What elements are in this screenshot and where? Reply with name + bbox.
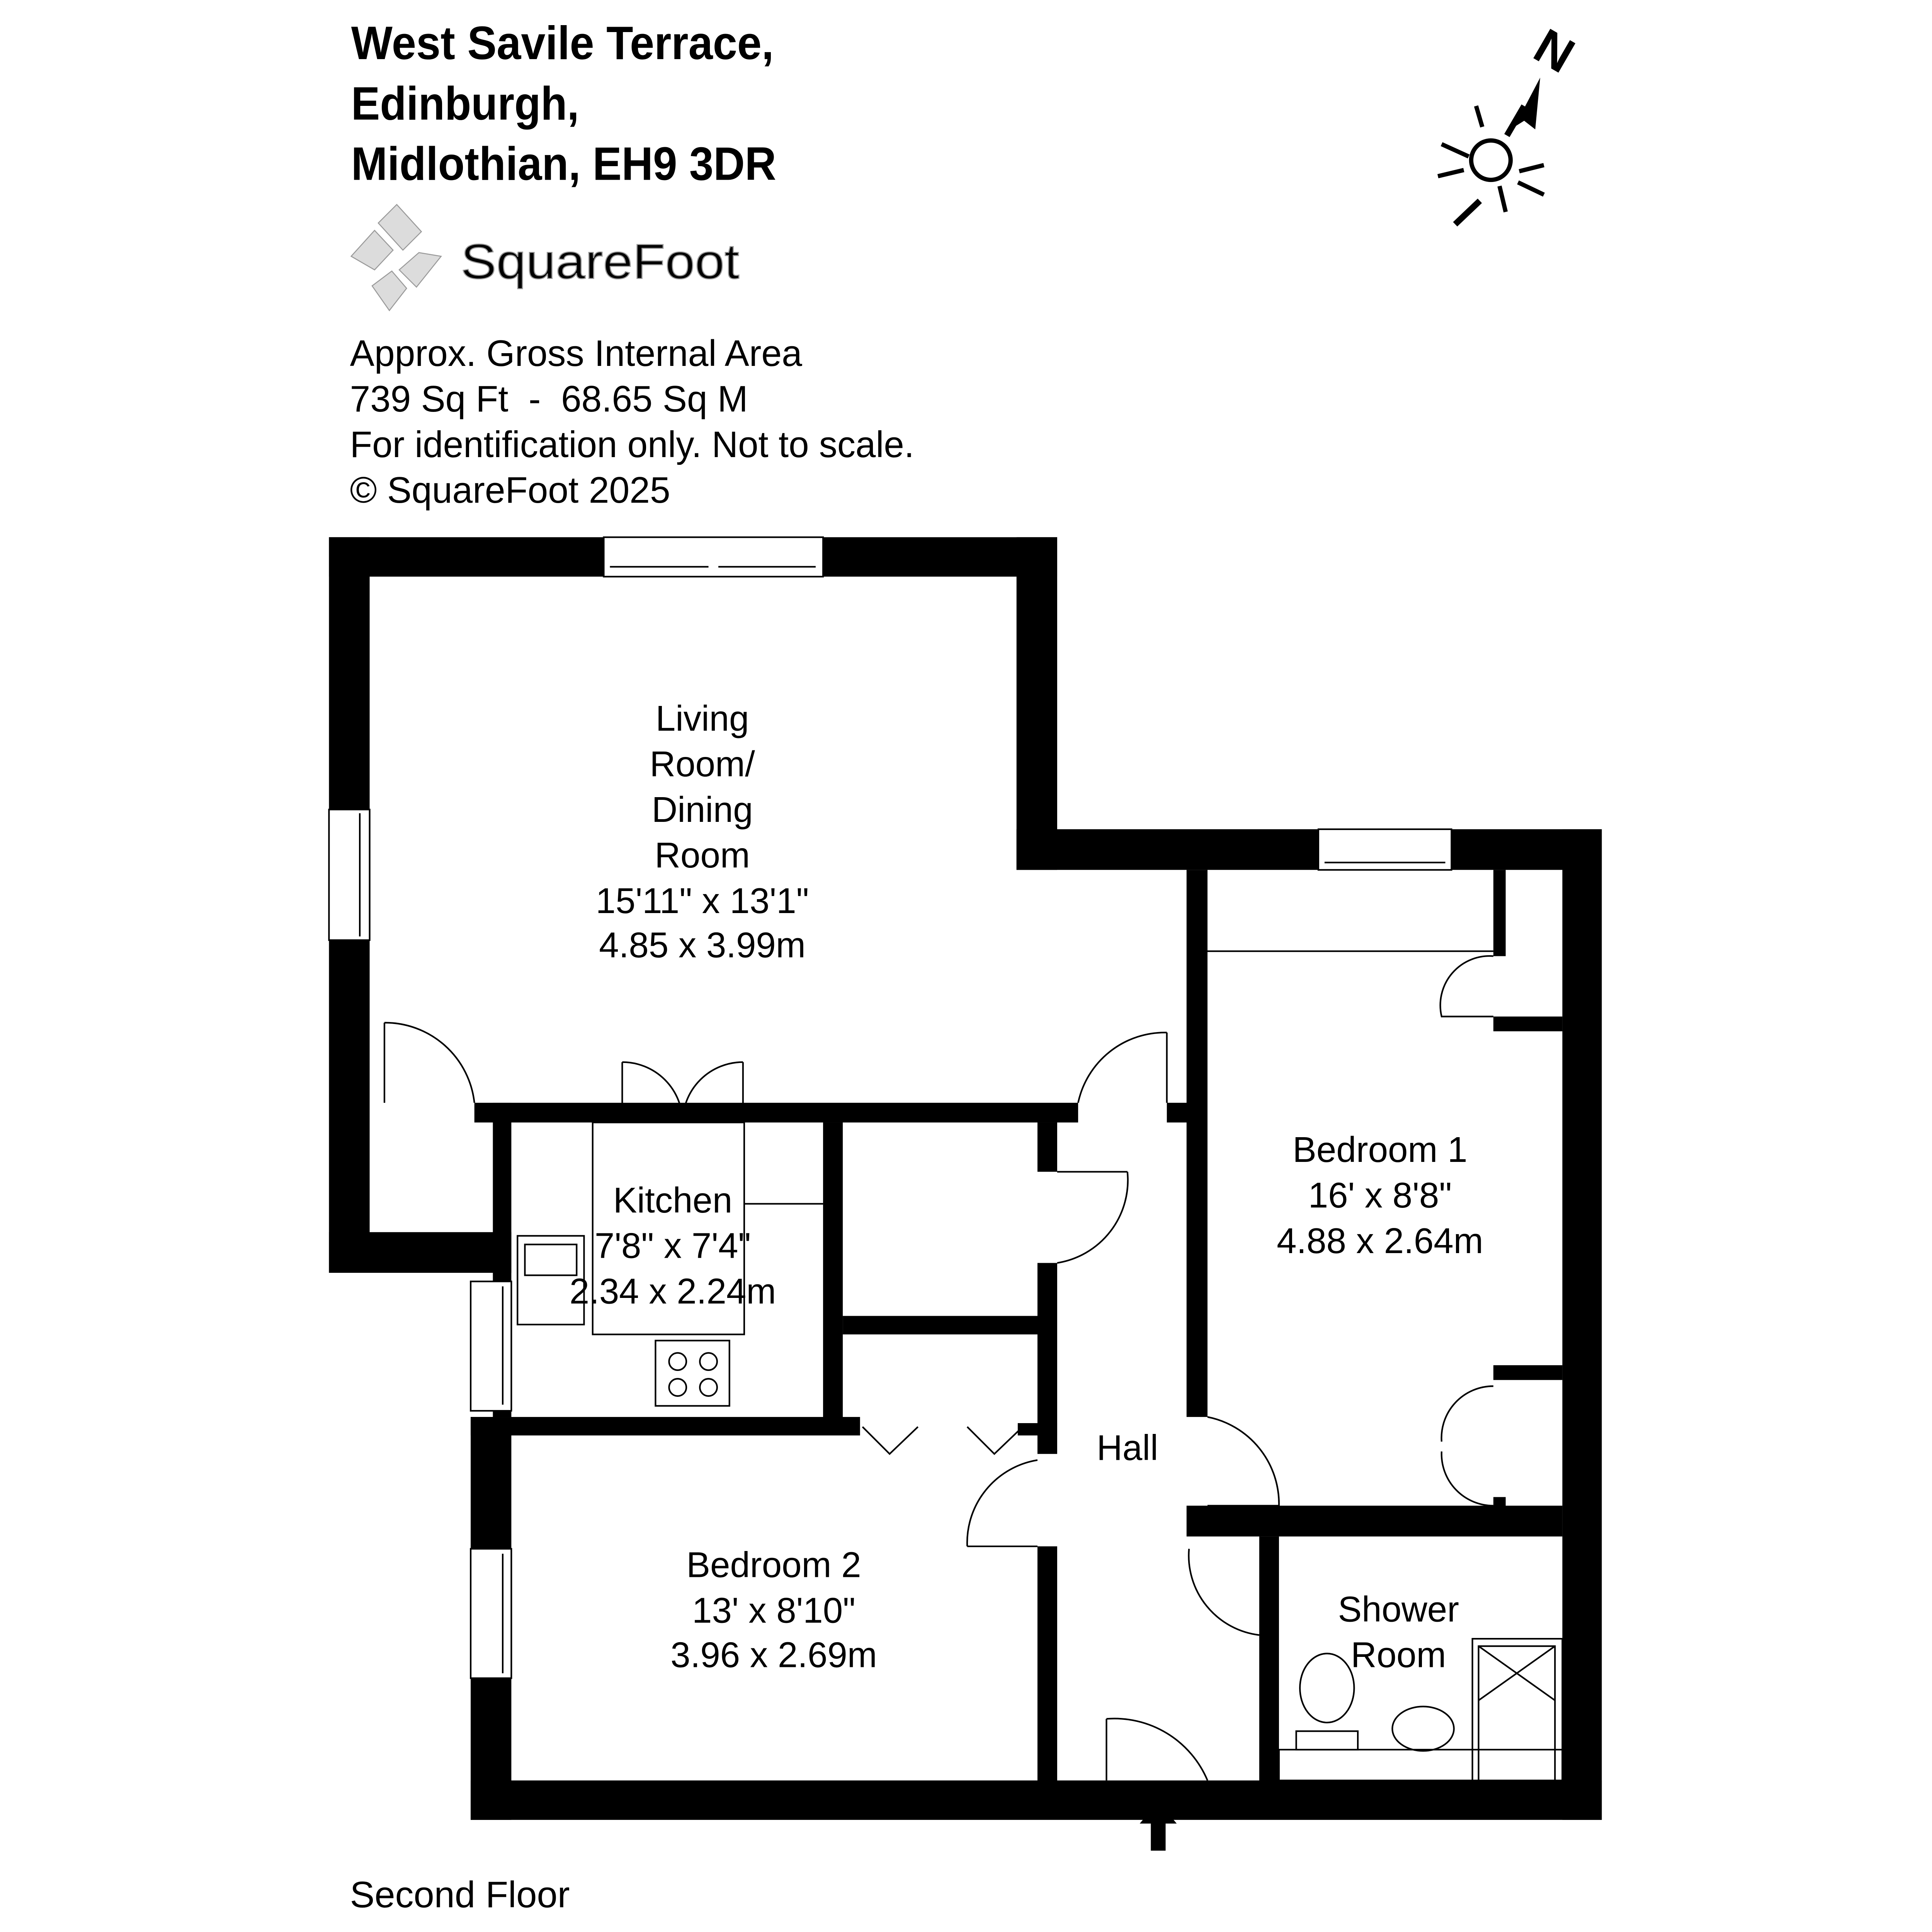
room-name-line: Shower — [1338, 1589, 1459, 1629]
entrance-arrow-icon — [1139, 1801, 1177, 1851]
room-bedroom-1: Bedroom 1 16' x 8'8" 4.88 x 2.64m — [1277, 1129, 1483, 1261]
squarefoot-logo: SquareFoot — [350, 204, 740, 311]
room-name-line: Room/ — [650, 744, 755, 784]
room-dimensions-imperial: 7'8" x 7'4" — [595, 1226, 751, 1266]
room-shower: Shower Room — [1338, 1589, 1459, 1675]
address-line-2: Edinburgh, — [351, 77, 579, 129]
address-line-3: Midlothian, EH9 3DR — [351, 138, 776, 190]
room-name: Bedroom 1 — [1293, 1129, 1467, 1170]
room-dimensions-metric: 4.88 x 2.64m — [1277, 1221, 1483, 1261]
room-dimensions-metric: 4.85 x 3.99m — [599, 925, 806, 965]
floor-label: Second Floor — [350, 1874, 570, 1915]
room-name: Kitchen — [613, 1180, 732, 1220]
room-dimensions-metric: 3.96 x 2.69m — [670, 1634, 877, 1675]
shower-tray-icon — [1471, 1638, 1563, 1787]
disclaimer: For identification only. Not to scale. — [350, 424, 914, 465]
room-name-line: Room — [1351, 1634, 1446, 1675]
room-name: Bedroom 2 — [686, 1545, 861, 1585]
area-value: 739 Sq Ft - 68.65 Sq M — [350, 378, 748, 420]
copyright: © SquareFoot 2025 — [350, 469, 670, 511]
room-bedroom-2: Bedroom 2 13' x 8'10" 3.96 x 2.69m — [670, 1545, 877, 1675]
room-dimensions-imperial: 13' x 8'10" — [692, 1590, 855, 1631]
fixtures — [517, 1121, 1563, 1787]
walls — [329, 537, 1602, 1820]
sink-icon — [517, 1235, 585, 1326]
logo-text: SquareFoot — [461, 235, 740, 289]
north-arrow-sun-icon: N — [1437, 18, 1583, 227]
room-kitchen: Kitchen 7'8" x 7'4" 2.34 x 2.24m — [570, 1180, 776, 1311]
north-label: N — [1525, 18, 1583, 83]
hob-icon — [655, 1340, 730, 1407]
toilet-icon — [1299, 1653, 1355, 1723]
area-label: Approx. Gross Internal Area — [350, 333, 803, 374]
address-line-1: West Savile Terrace, — [351, 17, 774, 69]
room-dimensions-imperial: 16' x 8'8" — [1308, 1175, 1452, 1215]
room-hall: Hall — [1097, 1428, 1158, 1468]
room-name-line: Living — [656, 698, 749, 738]
windows — [328, 536, 1452, 1679]
doors — [383, 950, 1493, 1781]
basin-icon — [1391, 1706, 1455, 1752]
room-living: Living Room/ Dining Room 15'11" x 13'1" … — [596, 698, 809, 965]
room-dimensions-metric: 2.34 x 2.24m — [570, 1271, 776, 1311]
room-dimensions-imperial: 15'11" x 13'1" — [596, 881, 809, 921]
room-name-line: Dining — [652, 789, 753, 830]
room-name-line: Room — [655, 835, 750, 875]
